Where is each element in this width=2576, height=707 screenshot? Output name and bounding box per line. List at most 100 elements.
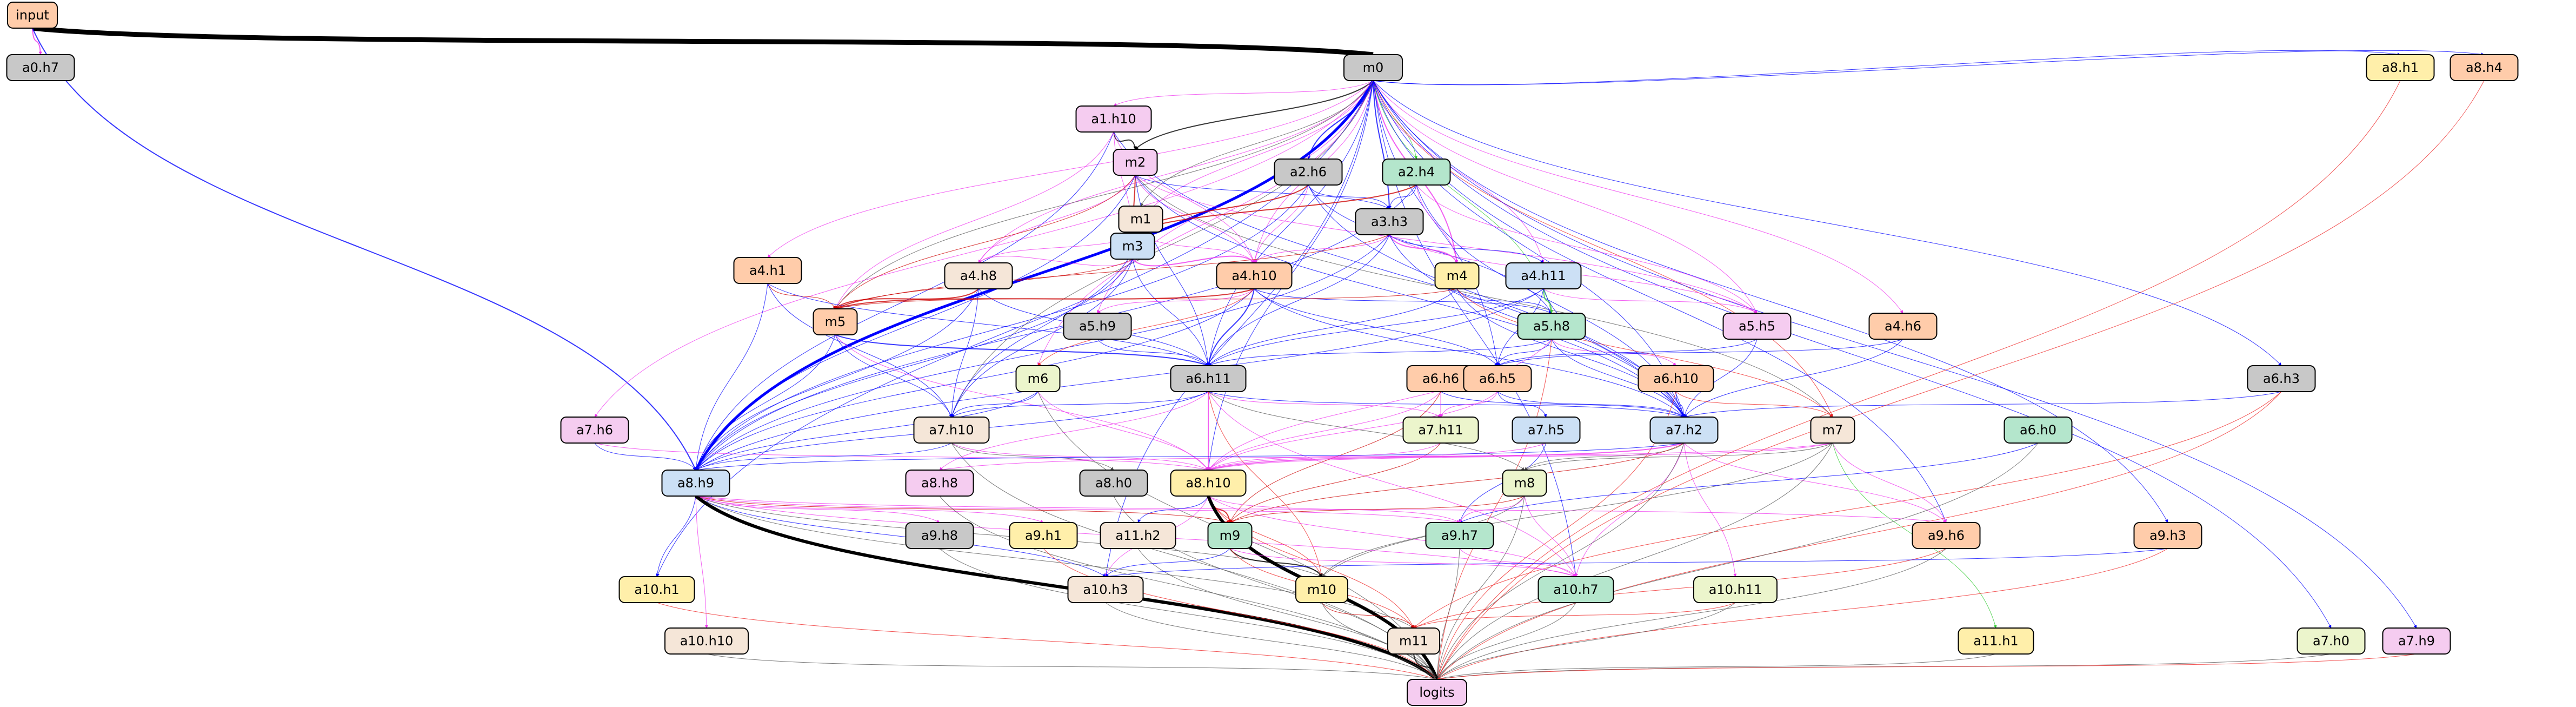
node-a9-h7[interactable]: a9.h7 — [1425, 522, 1494, 549]
edge-a3_h3-to-a4_h11 — [1389, 234, 1544, 263]
edge-m3-to-a7_h10 — [950, 259, 1133, 418]
node-a9-h8[interactable]: a9.h8 — [905, 522, 974, 549]
edge-input-to-a0_h7 — [32, 28, 42, 55]
node-a4-h8[interactable]: a4.h8 — [944, 262, 1013, 289]
node-a5-h5[interactable]: a5.h5 — [1722, 313, 1792, 340]
node-label: m11 — [1399, 633, 1428, 649]
node-a7-h6[interactable]: a7.h6 — [560, 417, 629, 444]
node-a6-h5[interactable]: a6.h5 — [1463, 365, 1532, 392]
node-a7-h2[interactable]: a7.h2 — [1649, 417, 1719, 444]
node-a2-h4[interactable]: a2.h4 — [1382, 158, 1451, 186]
edge-a6_h5-to-a8_h10 — [1208, 391, 1498, 471]
node-box — [2297, 627, 2366, 655]
edge-m7-to-a8_h10 — [1208, 442, 1833, 471]
node-a10-h11[interactable]: a10.h11 — [1693, 576, 1778, 603]
node-label: m9 — [1220, 528, 1241, 543]
node-m1[interactable]: m1 — [1118, 206, 1163, 233]
node-a3-h3[interactable]: a3.h3 — [1355, 208, 1424, 235]
node-a8-h0[interactable]: a8.h0 — [1079, 470, 1148, 497]
node-a6-h6[interactable]: a6.h6 — [1406, 365, 1475, 392]
node-a10-h7[interactable]: a10.h7 — [1537, 576, 1614, 603]
edge-a7_h10-to-a8_h9 — [695, 442, 952, 471]
node-a5-h8[interactable]: a5.h8 — [1517, 313, 1586, 340]
node-m3[interactable]: m3 — [1110, 233, 1155, 260]
node-box — [2003, 417, 2073, 444]
node-label: input — [16, 8, 49, 23]
edge-m0-to-a6_h11 — [1207, 80, 1374, 366]
edge-a8_h9-to-a10_h3 — [695, 495, 1106, 577]
edge-m4-to-m7 — [1456, 288, 1833, 418]
node-label: a7.h2 — [1666, 422, 1702, 438]
node-input[interactable]: input — [7, 2, 58, 29]
node-m10[interactable]: m10 — [1295, 576, 1348, 603]
node-a4-h1[interactable]: a4.h1 — [733, 257, 802, 284]
edge-m4-to-a7_h2 — [1456, 288, 1685, 418]
node-a8-h9[interactable]: a8.h9 — [661, 470, 730, 497]
node-a7-h10[interactable]: a7.h10 — [913, 417, 990, 444]
node-m6[interactable]: m6 — [1015, 365, 1061, 392]
node-a7-h9[interactable]: a7.h9 — [2382, 627, 2451, 655]
edge-m0-to-a7_h0 — [1373, 80, 2332, 629]
node-m9[interactable]: m9 — [1207, 522, 1253, 549]
node-logits[interactable]: logits — [1407, 679, 1467, 706]
node-box — [1649, 417, 1719, 444]
edge-a6_h3-to-m11 — [1413, 391, 2282, 629]
edge-a8_h9-to-a9_h7 — [695, 495, 1460, 524]
edge-m2-to-m7 — [1135, 175, 1833, 418]
edge-m2-to-a3_h3 — [1135, 175, 1390, 209]
node-m8[interactable]: m8 — [1502, 470, 1547, 497]
node-m4[interactable]: m4 — [1434, 262, 1480, 289]
node-label: a8.h10 — [1186, 475, 1230, 491]
node-box — [1537, 576, 1614, 603]
edge-a4_h10-to-a6_h11 — [1207, 288, 1255, 366]
node-a9-h6[interactable]: a9.h6 — [1912, 522, 1981, 549]
node-a9-h3[interactable]: a9.h3 — [2133, 522, 2202, 549]
node-box — [1063, 313, 1132, 340]
node-a9-h1[interactable]: a9.h1 — [1009, 522, 1078, 549]
node-a11-h2[interactable]: a11.h2 — [1100, 522, 1176, 549]
node-label: a10.h1 — [634, 582, 679, 597]
node-a6-h11[interactable]: a6.h11 — [1170, 365, 1247, 392]
edge-a7_h2-to-m8 — [1524, 442, 1685, 471]
node-a6-h0[interactable]: a6.h0 — [2003, 417, 2073, 444]
node-a5-h9[interactable]: a5.h9 — [1063, 313, 1132, 340]
node-label: a3.h3 — [1371, 214, 1408, 229]
node-a8-h8[interactable]: a8.h8 — [905, 470, 974, 497]
edge-a8_h9-to-m9 — [695, 495, 1230, 524]
node-a4-h10[interactable]: a4.h10 — [1216, 262, 1293, 289]
node-a4-h6[interactable]: a4.h6 — [1868, 313, 1938, 340]
node-a11-h1[interactable]: a11.h1 — [1958, 627, 2034, 655]
edge-a4_h11-to-a5_h5 — [1543, 288, 1758, 314]
node-a7-h11[interactable]: a7.h11 — [1402, 417, 1479, 444]
node-m2[interactable]: m2 — [1113, 149, 1158, 176]
node-box — [1110, 233, 1155, 260]
node-m7[interactable]: m7 — [1810, 417, 1855, 444]
node-a7-h0[interactable]: a7.h0 — [2297, 627, 2366, 655]
edge-a8_h9-to-a9_h6 — [695, 495, 1947, 524]
edge-a4_h10-to-a8_h9 — [695, 288, 1255, 471]
node-a0-h7[interactable]: a0.h7 — [6, 54, 75, 81]
node-label: a6.h5 — [1479, 371, 1516, 386]
node-a7-h5[interactable]: a7.h5 — [1512, 417, 1581, 444]
node-a2-h6[interactable]: a2.h6 — [1274, 158, 1343, 186]
node-m11[interactable]: m11 — [1387, 627, 1440, 655]
edge-a8_h10-to-a10_h7 — [1208, 495, 1576, 577]
node-m5[interactable]: m5 — [813, 308, 858, 335]
node-label: a4.h10 — [1232, 268, 1276, 283]
edge-input-to-a8_h9 — [32, 28, 696, 471]
node-a6-h3[interactable]: a6.h3 — [2247, 365, 2316, 392]
node-m0[interactable]: m0 — [1343, 54, 1403, 81]
edge-a8_h9-to-a10_h10 — [695, 495, 708, 629]
node-a6-h10[interactable]: a6.h10 — [1638, 365, 1714, 392]
node-a8-h4[interactable]: a8.h4 — [2449, 54, 2519, 81]
node-a8-h10[interactable]: a8.h10 — [1170, 470, 1247, 497]
edge-m2-to-a4_h10 — [1135, 175, 1255, 263]
edge-m6-to-a8_h9 — [695, 391, 1039, 471]
node-a1-h10[interactable]: a1.h10 — [1075, 105, 1152, 133]
node-a10-h3[interactable]: a10.h3 — [1067, 576, 1144, 603]
node-a4-h11[interactable]: a4.h11 — [1505, 262, 1582, 289]
node-a10-h1[interactable]: a10.h1 — [618, 576, 695, 603]
node-a8-h1[interactable]: a8.h1 — [2366, 54, 2435, 81]
node-a10-h10[interactable]: a10.h10 — [664, 627, 749, 655]
